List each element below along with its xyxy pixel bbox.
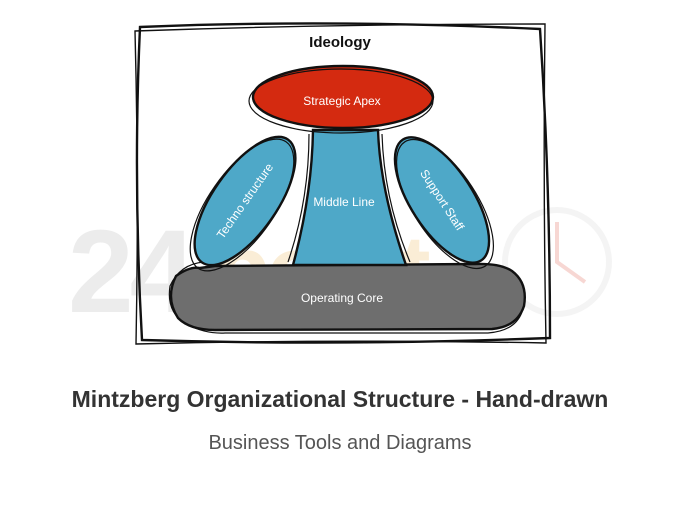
svg-text:24: 24 <box>68 206 195 338</box>
ideology-frame <box>134 22 552 345</box>
middle-line-label: Middle Line <box>313 195 375 209</box>
page-subtitle: Business Tools and Diagrams <box>208 432 472 454</box>
operating-core-shape <box>168 261 526 334</box>
page-title: Mintzberg Organizational Structure - Han… <box>71 386 609 412</box>
strategic-apex-shape <box>248 64 435 134</box>
watermark-clock-icon <box>502 207 612 317</box>
techno-structure-shape <box>189 135 297 272</box>
operating-core-label: Operating Core <box>301 291 383 305</box>
ideology-label: Ideology <box>309 34 371 51</box>
strategic-apex-label: Strategic Apex <box>303 94 380 108</box>
middle-line-shape <box>287 128 411 267</box>
mintzberg-diagram: 24 point Ideology Operating Core Middle … <box>68 22 612 345</box>
support-staff-shape <box>393 136 495 270</box>
